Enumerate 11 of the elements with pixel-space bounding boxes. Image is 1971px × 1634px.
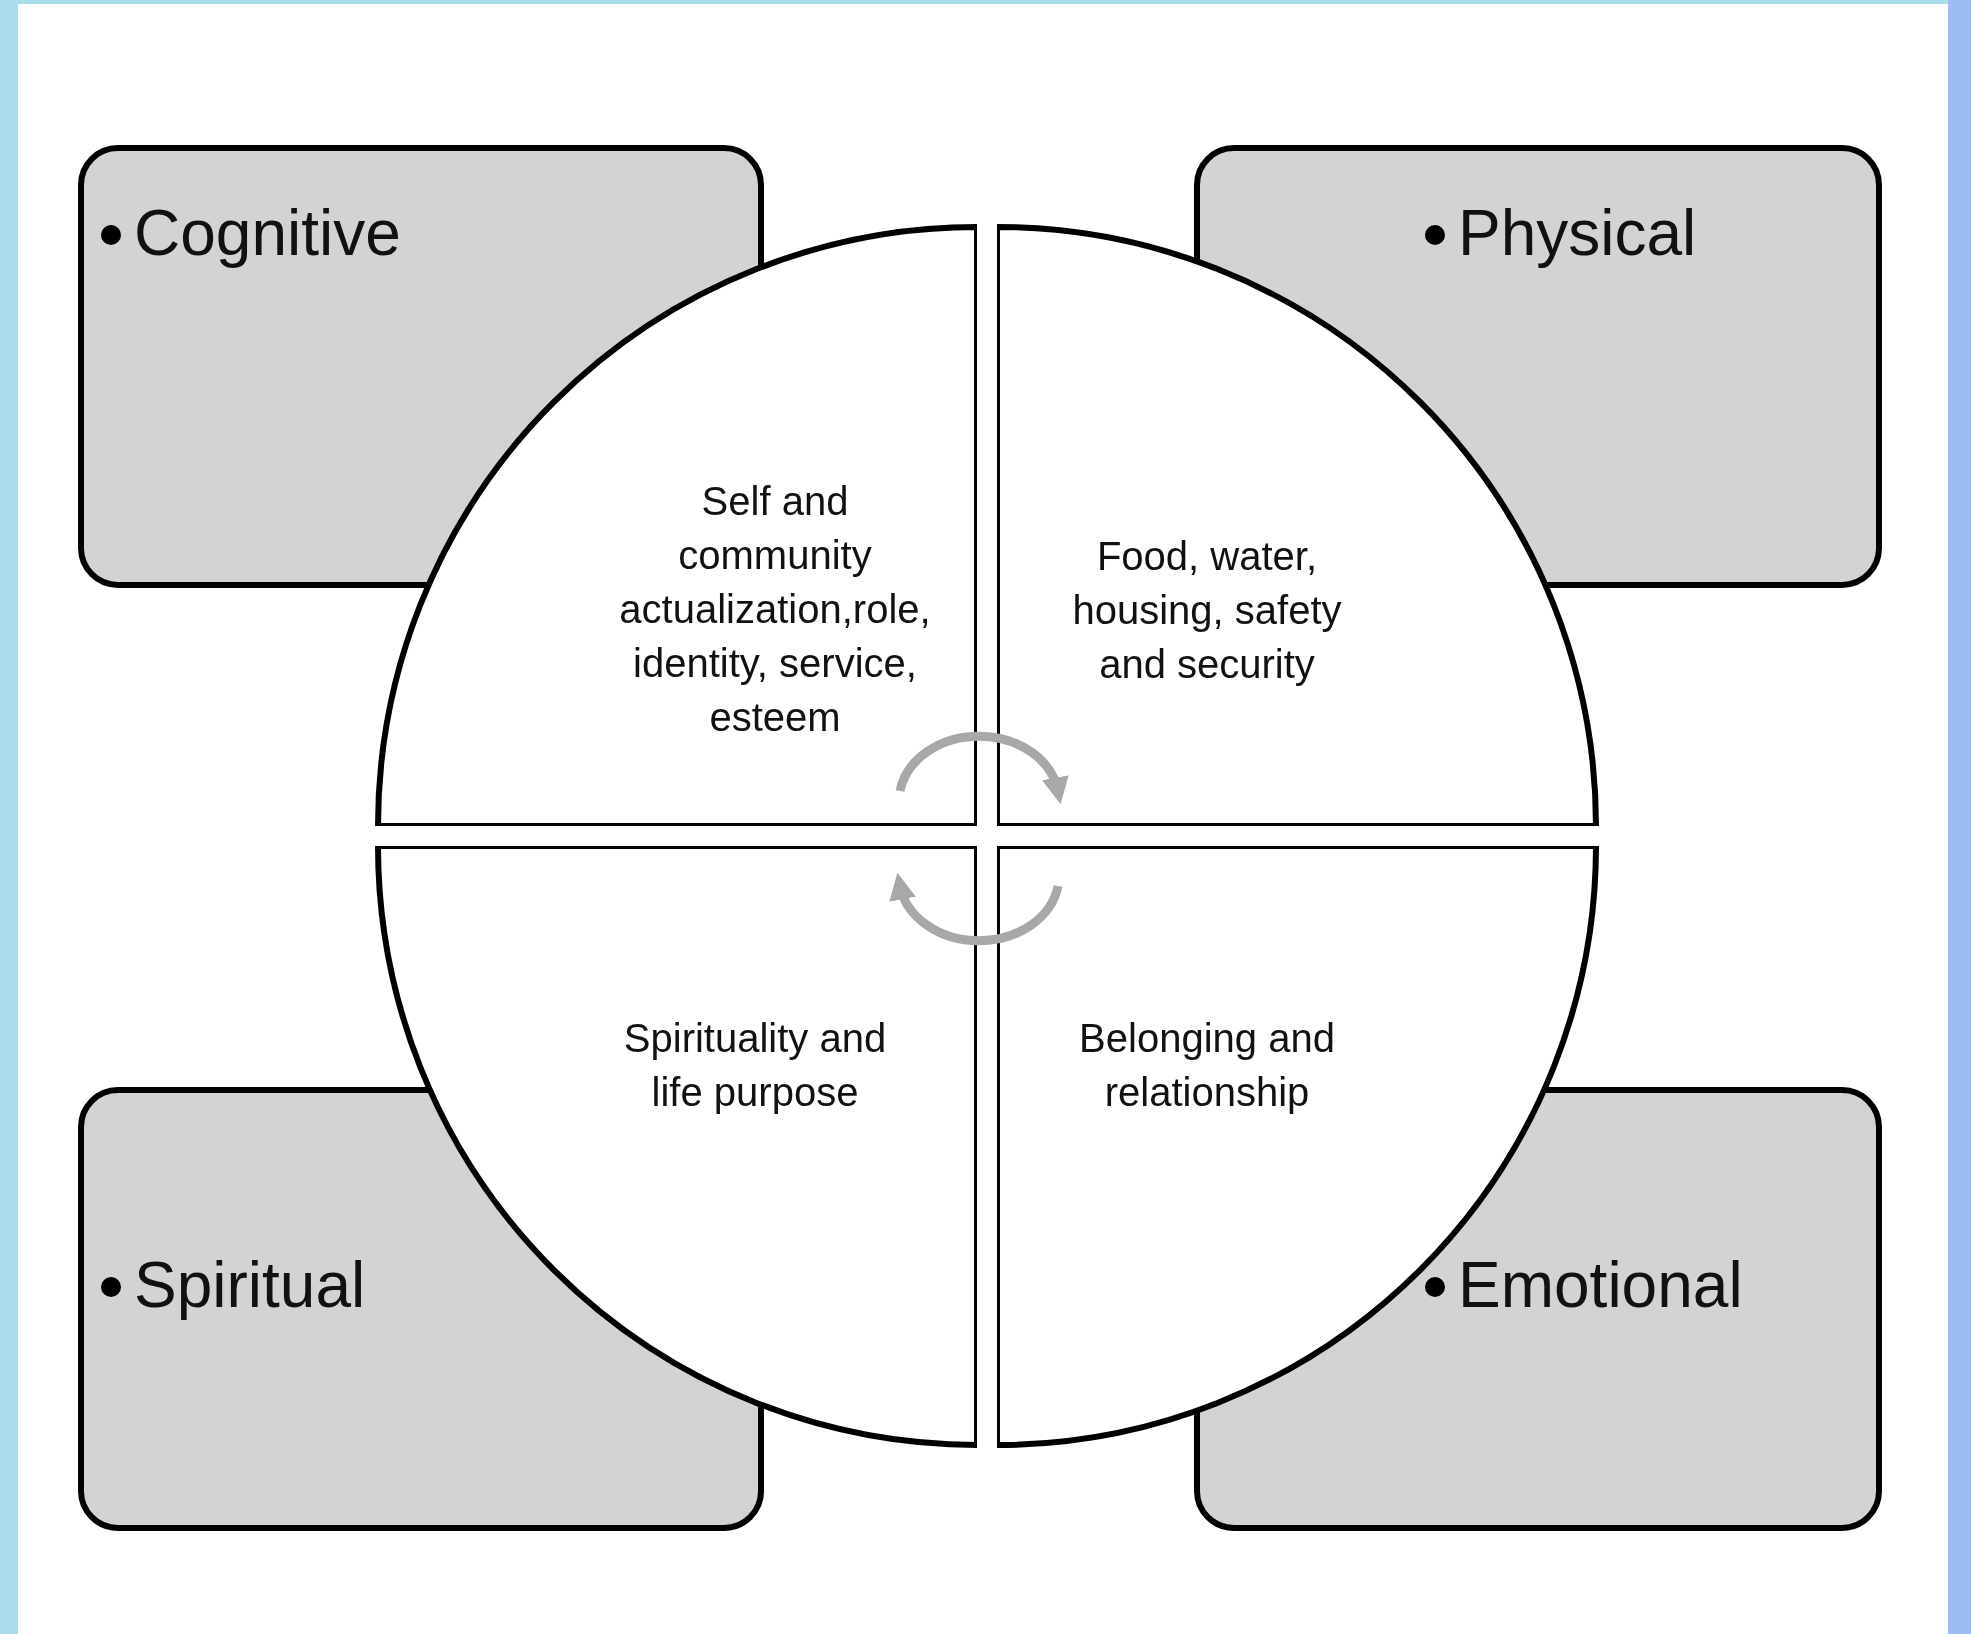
category-label: Physical bbox=[1458, 196, 1697, 270]
segment-text: Spirituality and life purpose bbox=[622, 1015, 888, 1116]
curved-arrow bbox=[895, 731, 1068, 804]
category-label: Spiritual bbox=[134, 1248, 366, 1322]
segment-text: Belonging and relationship bbox=[1078, 1015, 1336, 1116]
segment-text: Food, water, housing, safety and security bbox=[1071, 533, 1343, 688]
segment-text: Self and community actualization,role, identity, service, esteem bbox=[618, 478, 932, 741]
quarter-circle-segment bbox=[375, 846, 977, 1448]
curved-arrow bbox=[890, 873, 1063, 946]
category-label: Cognitive bbox=[134, 196, 401, 270]
category-label: Emotional bbox=[1458, 1248, 1743, 1322]
